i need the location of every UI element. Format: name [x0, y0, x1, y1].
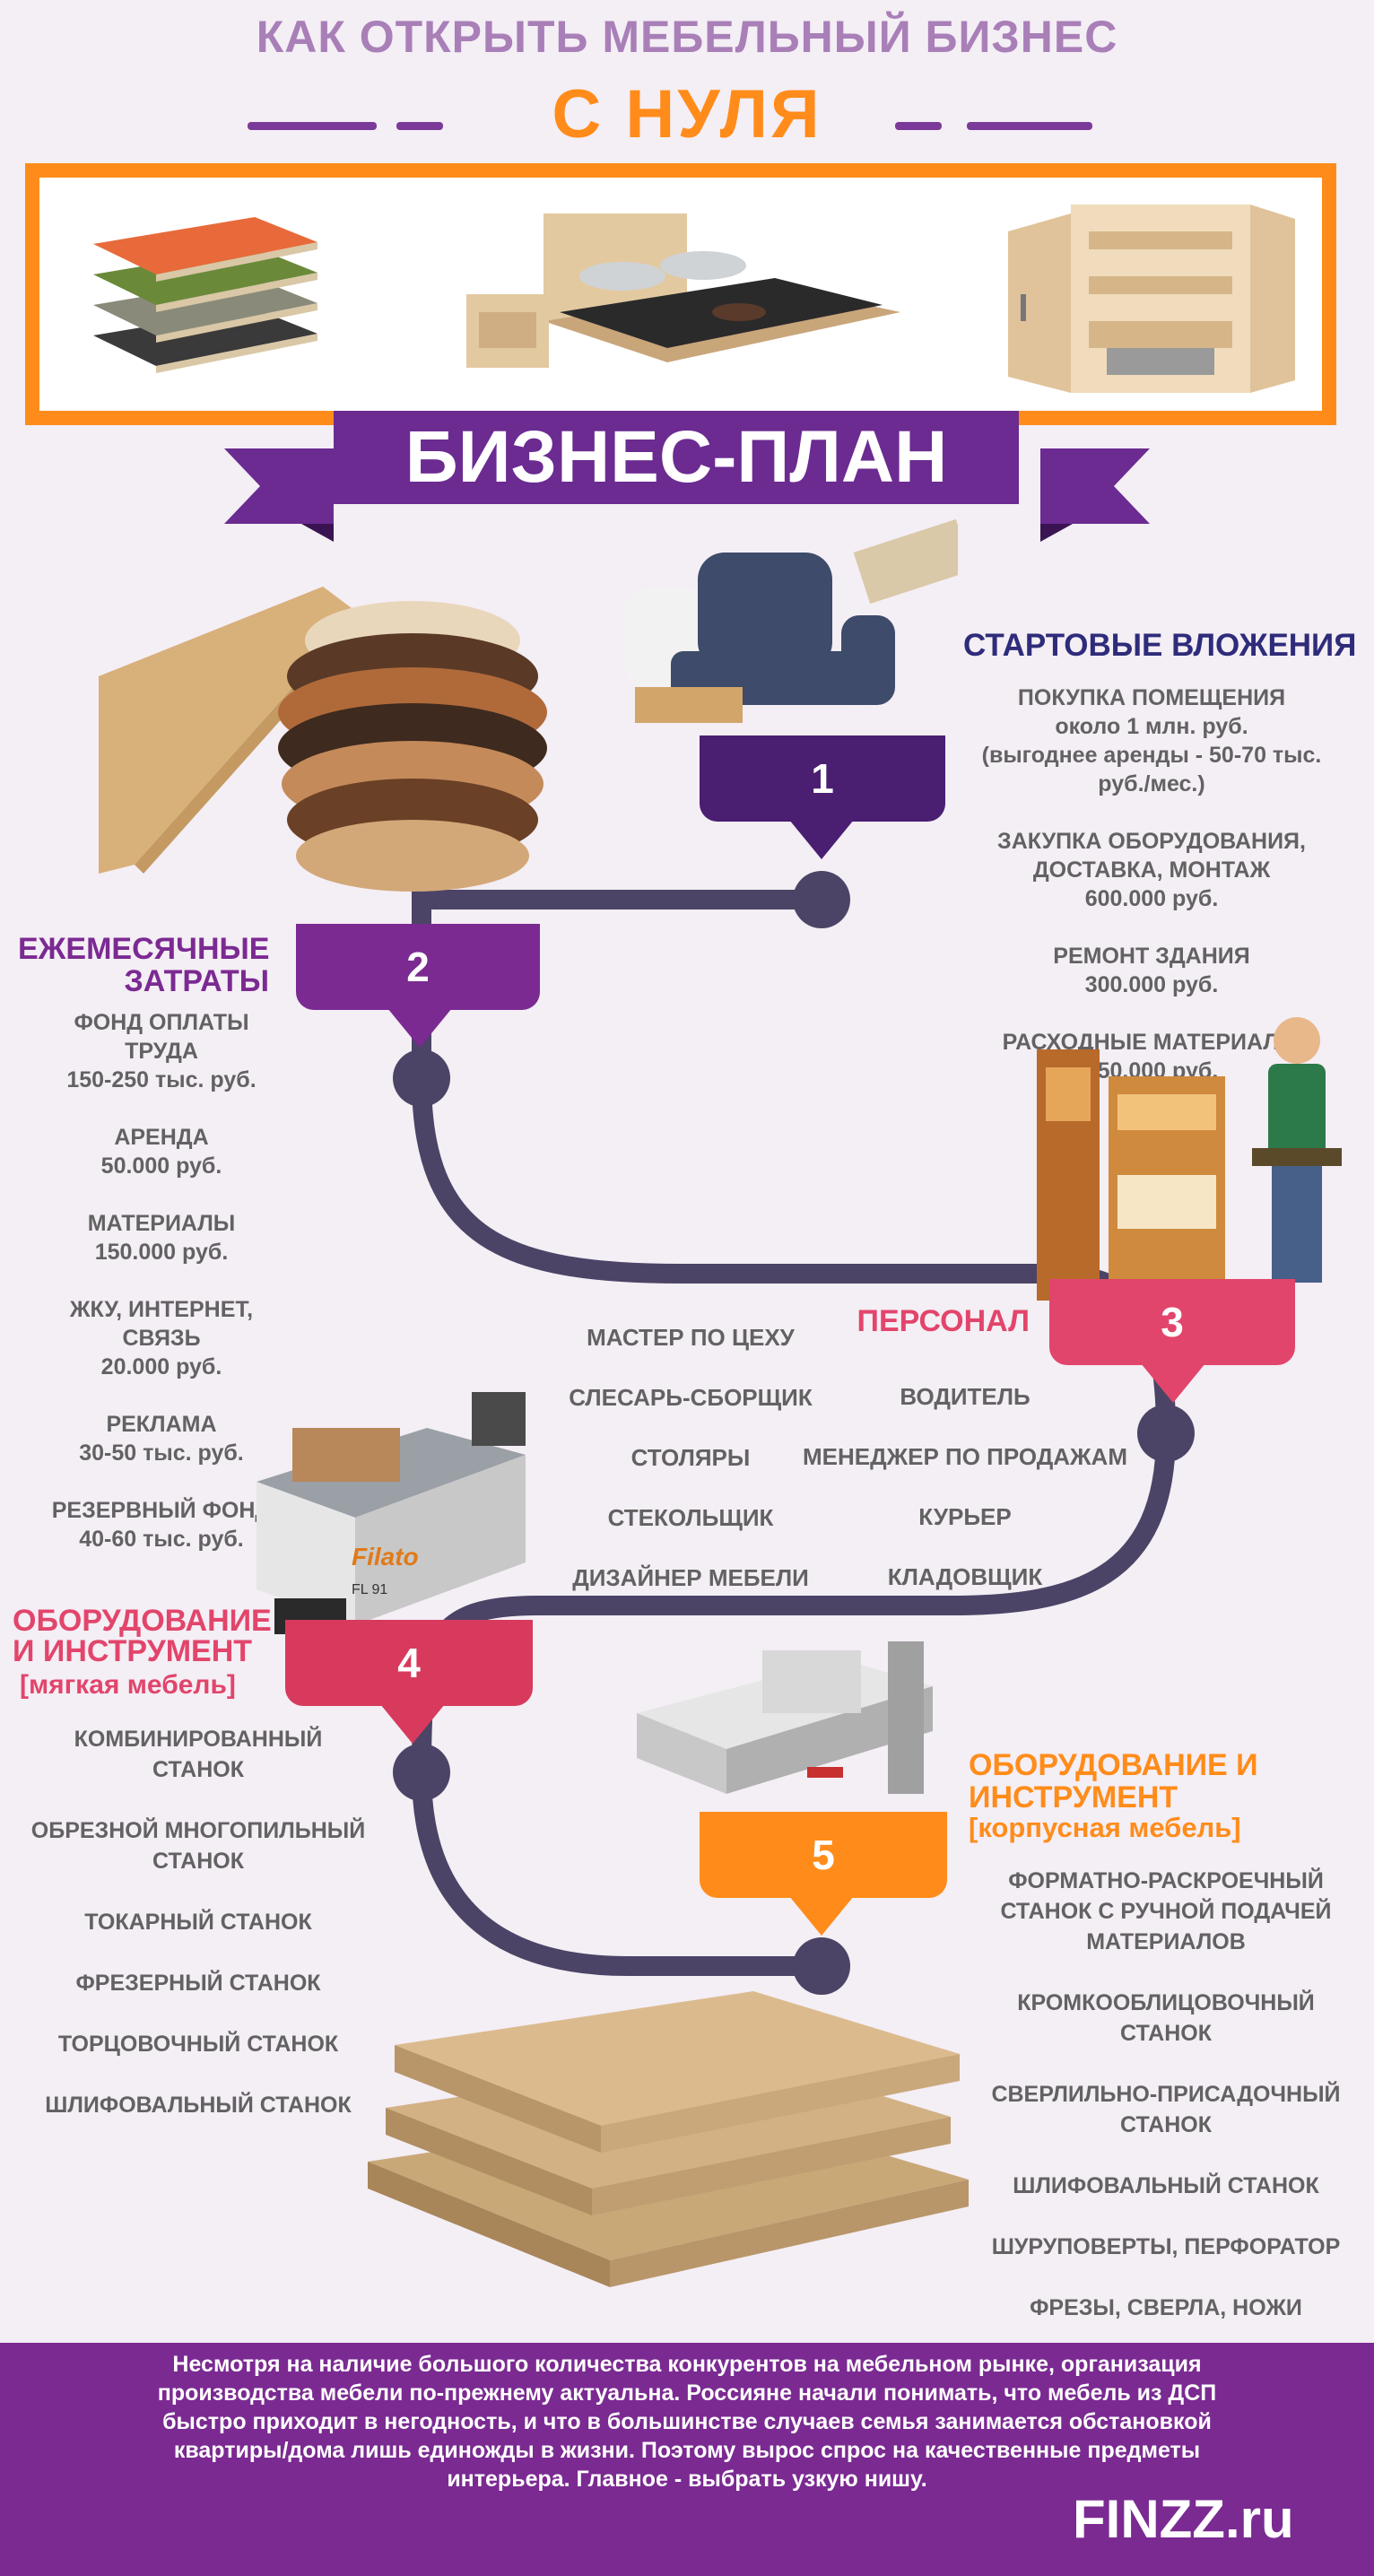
step-4-subtitle: [мягкая мебель] [20, 1670, 236, 1700]
staff-item: СЛЕСАРЬ-СБОРЩИК [569, 1384, 813, 1411]
step-5-label: 5 [700, 1812, 947, 1898]
step-5-title: ОБОРУДОВАНИЕ И ИНСТРУМЕНТ [969, 1748, 1258, 1815]
board-stack-icon [93, 217, 317, 373]
title-divider-left [248, 122, 377, 130]
title-divider-right-short [895, 122, 942, 130]
step-3-title: ПЕРСОНАЛ [857, 1304, 1030, 1338]
step-2-label: 2 [296, 924, 540, 1010]
step-5-number: 5 [812, 1832, 835, 1878]
edge-banding-rolls-icon [99, 587, 547, 892]
staff-item: МЕНЕДЖЕР ПО ПРОДАЖАМ [803, 1443, 1127, 1470]
armchair-with-money-icon [626, 518, 958, 723]
step-4-label: 4 [285, 1620, 533, 1706]
step-2-title: ЕЖЕМЕСЯЧНЫЕ ЗАТРАТЫ [18, 932, 270, 998]
step-3-label: 3 [1049, 1279, 1295, 1365]
staff-item: СТОЛЯРЫ [630, 1444, 751, 1471]
path-node-3 [1137, 1405, 1195, 1462]
staff-item: МАСТЕР ПО ЦЕХУ [587, 1324, 795, 1351]
step-1-details: ПОКУПКА ПОМЕЩЕНИЯ около 1 млн. руб. (выг… [981, 685, 1322, 1083]
page-title: КАК ОТКРЫТЬ МЕБЕЛЬНЫЙ БИЗНЕС [256, 12, 1118, 62]
step-4-pointer [380, 1704, 445, 1744]
roadmap-path [393, 871, 1195, 1995]
title-divider-left-short [396, 122, 443, 130]
step-2-number: 2 [406, 944, 430, 990]
staff-item: КЛАДОВЩИК [887, 1563, 1043, 1590]
staff-item: КУРЬЕР [918, 1503, 1012, 1530]
step-1-pointer [789, 820, 854, 859]
machine-brand: Filato [352, 1543, 419, 1571]
path-node-1 [793, 871, 850, 928]
bed-icon [466, 213, 900, 368]
cabinet-icon [1008, 205, 1295, 393]
step-4-number: 4 [397, 1640, 421, 1686]
step-3-number: 3 [1161, 1299, 1184, 1345]
step-4-details: КОМБИНИРОВАННЫЙ СТАНОК ОБРЕЗНОЙ МНОГОПИЛ… [30, 1727, 366, 2118]
staff-item: СТЕКОЛЬЩИК [607, 1504, 774, 1531]
step-1-label: 1 [700, 735, 945, 822]
page-subtitle: С НУЛЯ [552, 76, 822, 152]
step-4-title: ОБОРУДОВАНИЕ И ИНСТРУМЕНТ [13, 1604, 272, 1668]
edge-bander-machine-icon: Filato FL 91 [239, 1374, 535, 1643]
path-node-5 [793, 1937, 850, 1995]
path-node-4 [393, 1744, 450, 1801]
business-plan-banner: БИЗНЕС-ПЛАН [334, 411, 1019, 504]
machine-model: FL 91 [352, 1582, 388, 1597]
footer-summary: Несмотря на наличие большого количества … [157, 2352, 1217, 2492]
worker-with-furniture-icon [1037, 1017, 1342, 1310]
step-1-number: 1 [811, 755, 834, 802]
title-divider-right [967, 122, 1092, 130]
staff-item: ДИЗАЙНЕР МЕБЕЛИ [572, 1564, 809, 1591]
step-2-details: ФОНД ОПЛАТЫ ТРУДА 150-250 тыс. руб. АРЕН… [51, 1010, 272, 1552]
step-5-pointer [789, 1896, 854, 1936]
step-5-details: ФОРМАТНО-РАСКРОЕЧНЫЙ СТАНОК С РУЧНОЙ ПОД… [991, 1868, 1341, 2320]
path-node-2 [393, 1049, 450, 1107]
step-1-title: СТАРТОВЫЕ ВЛОЖЕНИЯ [963, 628, 1357, 663]
step-5-subtitle: [корпусная мебель] [969, 1812, 1241, 1843]
step-2-pointer [387, 1008, 452, 1048]
step-3-pointer [1141, 1363, 1205, 1403]
staff-item: ВОДИТЕЛЬ [900, 1383, 1030, 1410]
footer-band [0, 2343, 1374, 2576]
hero-furniture-illustration [93, 205, 1295, 393]
mdf-boards-icon [368, 1991, 969, 2287]
footer-brand[interactable]: FINZZ.ru [1073, 2489, 1294, 2549]
panel-saw-machine-icon [637, 1641, 933, 1794]
banner-ribbon-tails [224, 448, 1150, 542]
